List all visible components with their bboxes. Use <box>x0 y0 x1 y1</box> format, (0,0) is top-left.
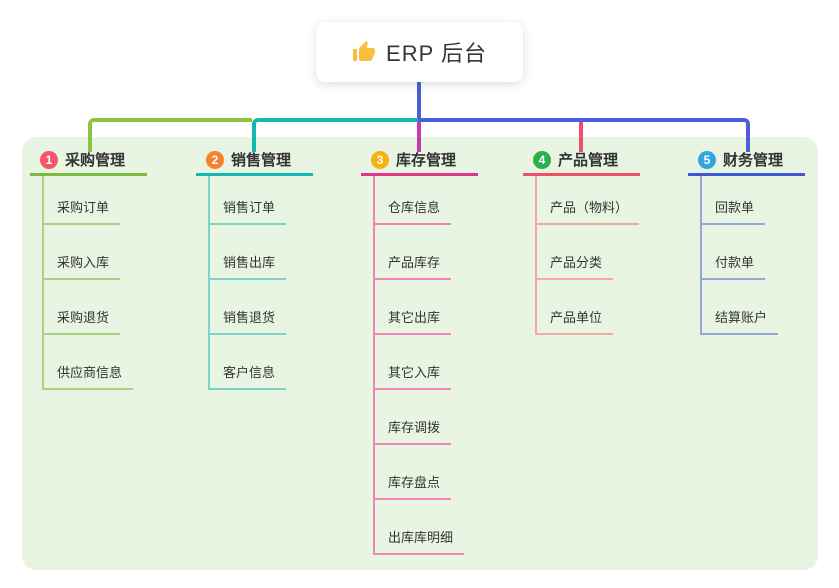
thumbs-up-icon <box>353 41 376 61</box>
branch-5: 5 财务管理回款单付款单结算账户 <box>688 146 805 335</box>
mindmap-child-node[interactable]: 产品库存 <box>375 225 478 280</box>
branch-title-label: 销售管理 <box>231 152 292 169</box>
mindmap-child-node[interactable]: 销售出库 <box>210 225 313 280</box>
child-node-label: 采购入库 <box>44 252 121 280</box>
mindmap-child-node[interactable]: 库存盘点 <box>375 445 478 500</box>
connector-drop-inventory <box>417 122 421 152</box>
branch-2: 2 销售管理销售订单销售出库销售退货客户信息 <box>196 146 313 390</box>
child-node-label: 库存调拨 <box>375 417 452 445</box>
child-node-label: 销售出库 <box>210 252 287 280</box>
mindmap-child-node[interactable]: 产品（物料） <box>537 176 640 225</box>
branch-children: 回款单付款单结算账户 <box>700 176 805 335</box>
child-node-label: 客户信息 <box>210 362 287 390</box>
mindmap-background-panel <box>22 137 818 570</box>
branch-title-node[interactable]: 2 销售管理 <box>196 146 313 176</box>
child-node-label: 产品单位 <box>537 307 614 335</box>
branch-number-badge: 2 <box>206 150 224 169</box>
mindmap-child-node[interactable]: 产品分类 <box>537 225 640 280</box>
child-node-label: 其它入库 <box>375 362 452 390</box>
branch-title-label: 库存管理 <box>396 152 457 169</box>
connector-bus-green <box>88 118 252 152</box>
mindmap-child-node[interactable]: 销售退货 <box>210 280 313 335</box>
branch-1: 1 采购管理采购订单采购入库采购退货供应商信息 <box>30 146 147 390</box>
child-node-label: 采购退货 <box>44 307 121 335</box>
branch-title-node[interactable]: 3 库存管理 <box>361 146 478 176</box>
mindmap-child-node[interactable]: 销售订单 <box>210 176 313 225</box>
child-node-label: 结算账户 <box>702 307 779 335</box>
mindmap-child-node[interactable]: 客户信息 <box>210 335 313 390</box>
child-node-label: 出库库明细 <box>375 527 465 555</box>
mindmap-child-node[interactable]: 其它出库 <box>375 280 478 335</box>
branch-children: 采购订单采购入库采购退货供应商信息 <box>42 176 147 390</box>
connector-bus-teal <box>252 118 418 152</box>
mindmap-child-node[interactable]: 结算账户 <box>702 280 805 335</box>
branch-title-label: 采购管理 <box>65 152 126 169</box>
branch-title-node[interactable]: 1 采购管理 <box>30 146 147 176</box>
branch-children: 销售订单销售出库销售退货客户信息 <box>208 176 313 390</box>
root-node[interactable]: ERP 后台 <box>316 22 523 82</box>
branch-3: 3 库存管理仓库信息产品库存其它出库其它入库库存调拨库存盘点出库库明细 <box>361 146 478 555</box>
root-node-label: ERP 后台 <box>386 41 487 66</box>
child-node-label: 销售退货 <box>210 307 287 335</box>
mindmap-child-node[interactable]: 产品单位 <box>537 280 640 335</box>
mindmap-child-node[interactable]: 供应商信息 <box>44 335 147 390</box>
connector-root-vertical <box>417 82 421 122</box>
branch-number-badge: 5 <box>698 150 716 169</box>
child-node-label: 其它出库 <box>375 307 452 335</box>
child-node-label: 采购订单 <box>44 197 121 225</box>
mindmap-child-node[interactable]: 采购入库 <box>44 225 147 280</box>
branch-title-label: 产品管理 <box>558 152 619 169</box>
branch-title-node[interactable]: 4 产品管理 <box>523 146 640 176</box>
connector-drop-product <box>579 122 583 152</box>
mindmap-child-node[interactable]: 回款单 <box>702 176 805 225</box>
branch-number-badge: 1 <box>40 150 58 169</box>
child-node-label: 产品库存 <box>375 252 452 280</box>
child-node-label: 产品分类 <box>537 252 614 280</box>
mindmap-child-node[interactable]: 采购订单 <box>44 176 147 225</box>
child-node-label: 产品（物料） <box>537 197 640 225</box>
child-node-label: 仓库信息 <box>375 197 452 225</box>
mindmap-child-node[interactable]: 付款单 <box>702 225 805 280</box>
branch-children: 产品（物料） 产品分类产品单位 <box>535 176 640 335</box>
mindmap-child-node[interactable]: 其它入库 <box>375 335 478 390</box>
child-node-label: 销售订单 <box>210 197 287 225</box>
branch-4: 4 产品管理产品（物料） 产品分类产品单位 <box>523 146 640 335</box>
connector-bus-blue <box>418 118 750 152</box>
mindmap-child-node[interactable]: 采购退货 <box>44 280 147 335</box>
branch-title-node[interactable]: 5 财务管理 <box>688 146 805 176</box>
child-node-label: 回款单 <box>702 197 766 225</box>
mindmap-child-node[interactable]: 出库库明细 <box>375 500 478 555</box>
branch-number-badge: 4 <box>533 150 551 169</box>
child-node-label: 付款单 <box>702 252 766 280</box>
branch-title-label: 财务管理 <box>723 152 784 169</box>
branch-children: 仓库信息产品库存其它出库其它入库库存调拨库存盘点出库库明细 <box>373 176 478 555</box>
child-node-label: 供应商信息 <box>44 362 134 390</box>
branch-number-badge: 3 <box>371 150 389 169</box>
child-node-label: 库存盘点 <box>375 472 452 500</box>
mindmap-child-node[interactable]: 仓库信息 <box>375 176 478 225</box>
mindmap-child-node[interactable]: 库存调拨 <box>375 390 478 445</box>
